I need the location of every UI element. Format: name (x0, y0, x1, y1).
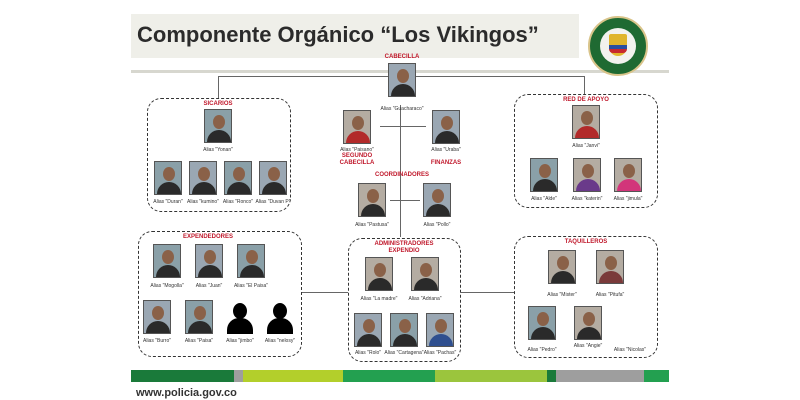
person-photo (224, 161, 252, 195)
finanzas-alias: Alias "Uraba" (431, 147, 461, 153)
person-photo (185, 300, 213, 334)
expendedores-title: EXPENDEDORES (182, 234, 234, 240)
administrador-alias: Alias "Cartagena" (384, 350, 424, 356)
title-banner (131, 14, 579, 58)
taquilleros-group (514, 236, 658, 358)
sicario-alias: Alias "Duran" (153, 199, 183, 205)
footer-color-segment (547, 370, 556, 382)
person-photo (573, 158, 601, 192)
sicario-alias: Alias "Ronco" (222, 199, 254, 205)
red-apoyo-group (514, 94, 658, 208)
footer-color-segment (343, 370, 435, 382)
person-photo (259, 161, 287, 195)
person-photo (390, 313, 418, 347)
person-photo (343, 110, 371, 144)
person-photo (354, 313, 382, 347)
sicario-leader-alias: Alias "Yonan" (203, 147, 233, 153)
finanzas-role: FINANZAS (430, 160, 462, 166)
expendedor-alias: Alias "Burro" (142, 338, 172, 344)
connector-right-drop (584, 76, 585, 94)
taquillero-alias: Alias "Pedro" (527, 347, 557, 353)
footer-color-segment (131, 370, 234, 382)
expendedor-alias: Alias "jimbo" (226, 338, 254, 344)
person-photo (189, 161, 217, 195)
person-photo (195, 244, 223, 278)
footer-url: www.policia.gov.co (136, 387, 237, 399)
segundo-role: SEGUNDO CABECILLA (339, 153, 375, 166)
footer-color-segment (556, 370, 644, 382)
connector-left-drop (218, 76, 219, 98)
sicarios-title: SICARIOS (203, 101, 233, 107)
expendedor-alias: Alias "nelosy" (264, 338, 296, 344)
connector-second-finance (380, 126, 426, 127)
footer-color-segment (435, 370, 547, 382)
person-photo (596, 250, 624, 284)
administradores-title: ADMINISTRADORES EXPENDIO (374, 241, 434, 254)
page-title: Componente Orgánico “Los Vikingos” (137, 22, 539, 47)
person-photo (153, 244, 181, 278)
person-photo (237, 244, 265, 278)
segundo-alias: Alias "Paisano" (340, 147, 374, 153)
police-seal-logo (588, 16, 648, 76)
connector-coordinators (390, 200, 420, 201)
red-apoyo-leader-alias: Alias "Janvi" (572, 143, 600, 149)
administrador-alias: Alias "Pachas" (423, 350, 457, 356)
taquilleros-title: TAQUILLEROS (564, 239, 608, 245)
red-apoyo-title: RED DE APOYO (563, 97, 609, 103)
expendedor-alias: Alias "Mogolla" (150, 283, 184, 289)
person-photo (426, 313, 454, 347)
footer-color-bar (131, 370, 669, 382)
administrador-alias: Alias "Adriana" (408, 296, 442, 302)
seal-stripe-blue (609, 45, 627, 49)
person-photo (432, 110, 460, 144)
taquillero-alias: Alias "Nicolas" (613, 347, 647, 353)
administradores-group (348, 238, 461, 362)
person-photo (143, 300, 171, 334)
sicarios-group (147, 98, 291, 212)
expendedor-alias: Alias "Juan" (195, 283, 223, 289)
person-photo (411, 257, 439, 291)
person-photo (572, 105, 600, 139)
person-photo (388, 63, 416, 97)
person-photo (358, 183, 386, 217)
person-photo (614, 158, 642, 192)
taquillero-alias: Alias "Angie" (573, 343, 603, 349)
person-photo (204, 109, 232, 143)
silhouette-photo (226, 300, 254, 334)
sicario-alias: Alias "Duvan P" (255, 199, 291, 205)
person-photo (423, 183, 451, 217)
seal-stripe-red (609, 49, 627, 53)
person-photo (530, 158, 558, 192)
footer-color-segment (644, 370, 669, 382)
red-apoyo-alias: Alias "katerin" (571, 196, 603, 202)
taquillero-alias: Alias "Mister" (547, 292, 577, 298)
red-apoyo-alias: Alias "Alde" (531, 196, 557, 202)
coordinadores-title: COORDINADORES (374, 172, 430, 178)
seal-center (600, 28, 636, 64)
silhouette-photo (266, 300, 294, 334)
cabecilla-alias: Alias "Guacharaco" (380, 106, 424, 112)
administrador-alias: Alias "Rolo" (354, 350, 382, 356)
expendedores-group (138, 231, 302, 357)
footer-color-segment (243, 370, 343, 382)
person-photo (548, 250, 576, 284)
connector-center-spine (400, 105, 401, 237)
taquillero-alias: Alias "Pitufa" (595, 292, 625, 298)
person-photo (365, 257, 393, 291)
footer-color-segment (234, 370, 243, 382)
coordinador-alias: Alias "Pollo" (423, 222, 451, 228)
red-apoyo-alias: Alias "jimula" (613, 196, 643, 202)
expendedor-alias: Alias "Paisa" (184, 338, 214, 344)
person-photo (154, 161, 182, 195)
connector-taquilleros (461, 292, 514, 293)
expendedor-alias: Alias "El Paisa" (233, 283, 269, 289)
person-photo (574, 306, 602, 340)
coordinador-alias: Alias "Pastusa" (355, 222, 389, 228)
person-photo (528, 306, 556, 340)
connector-expendedores (302, 292, 348, 293)
administrador-alias: Alias "La madre" (360, 296, 398, 302)
sicario-alias: Alias "kumino" (187, 199, 219, 205)
cabecilla-role: CABECILLA (384, 54, 420, 60)
